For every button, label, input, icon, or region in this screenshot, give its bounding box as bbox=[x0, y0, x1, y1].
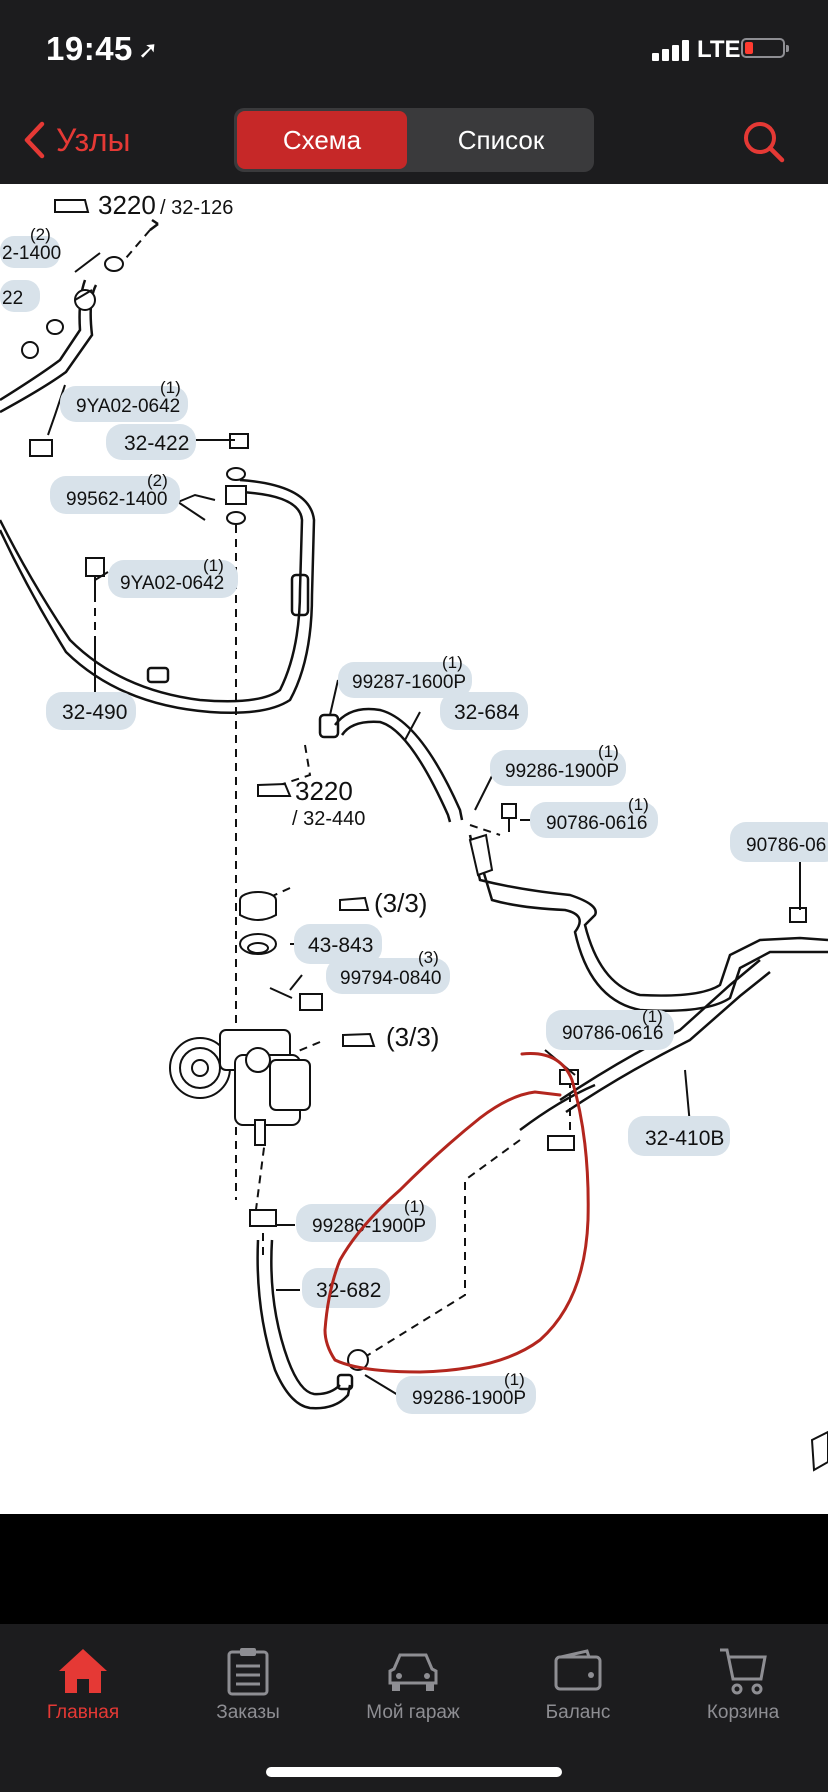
view-segmented-control: Схема Список bbox=[234, 108, 594, 172]
part-label[interactable]: 9YA02-0642 bbox=[120, 573, 224, 594]
part-qty: (1) bbox=[160, 378, 181, 397]
nav-bar: Узлы Схема Список bbox=[0, 100, 828, 184]
tab-garage-label: Мой гараж bbox=[366, 1702, 460, 1723]
tab-garage[interactable]: Мой гараж bbox=[338, 1640, 488, 1724]
reference-hand-icons bbox=[54, 199, 376, 1047]
tab-home[interactable]: Главная bbox=[8, 1640, 158, 1724]
part-qty: (1) bbox=[504, 1370, 525, 1389]
status-time: 19:45 bbox=[46, 30, 133, 67]
reservoir-cap bbox=[239, 891, 277, 955]
chevron-left-icon bbox=[24, 121, 45, 159]
search-icon bbox=[744, 122, 785, 163]
part-qty: (1) bbox=[628, 795, 649, 814]
part-label[interactable]: 2-1400 bbox=[2, 243, 61, 264]
part-qty: (1) bbox=[203, 556, 224, 575]
part-label[interactable]: 99286-1900P bbox=[312, 1216, 426, 1237]
signal-bars-icon bbox=[652, 39, 698, 61]
part-label[interactable]: 99794-0840 bbox=[340, 968, 441, 989]
part-label[interactable]: 9YA02-0642 bbox=[76, 396, 180, 417]
tab-balance-label: Баланс bbox=[545, 1702, 611, 1723]
part-label[interactable]: 99287-1600P bbox=[352, 672, 466, 693]
tab-orders-label: Заказы bbox=[216, 1702, 280, 1723]
part-label[interactable]: 99286-1900P bbox=[505, 761, 619, 782]
segment-list[interactable]: Список bbox=[457, 125, 545, 155]
part-qty: (1) bbox=[642, 1007, 663, 1026]
part-qty: (2) bbox=[147, 471, 168, 490]
segment-scheme[interactable]: Схема bbox=[237, 111, 407, 169]
ref-32-440: / 32-440 bbox=[292, 808, 365, 830]
part-label[interactable]: 32-684 bbox=[454, 701, 520, 724]
back-button[interactable]: Узлы bbox=[22, 118, 131, 162]
part-qty: (3) bbox=[418, 948, 439, 967]
part-label[interactable]: 99286-1900P bbox=[412, 1388, 526, 1409]
tab-balance[interactable]: Баланс bbox=[503, 1640, 653, 1724]
hand-drawn-annotation-loop bbox=[323, 1052, 590, 1374]
part-qty: (1) bbox=[442, 653, 463, 672]
home-icon bbox=[59, 1649, 107, 1693]
pump-illustration bbox=[169, 1029, 311, 1146]
tab-cart[interactable]: Корзина bbox=[668, 1640, 818, 1724]
parts-diagram[interactable]: 3220 / 32-126 3220 / 32-440 (3/3) (3/3) … bbox=[0, 184, 828, 1510]
location-arrow-icon: ➚ bbox=[138, 37, 159, 64]
clipboard-list-icon bbox=[227, 1648, 269, 1696]
part-qty: (1) bbox=[404, 1197, 425, 1216]
part-qty: (1) bbox=[598, 742, 619, 761]
ref-32-126: / 32-126 bbox=[160, 197, 233, 219]
tab-home-label: Главная bbox=[46, 1702, 120, 1723]
ref-3-3-lower[interactable]: (3/3) bbox=[386, 1022, 439, 1052]
diagram-canvas: 3220 / 32-126 3220 / 32-440 (3/3) (3/3) … bbox=[0, 190, 828, 1472]
battery-icon bbox=[741, 38, 789, 58]
ref-3220-top[interactable]: 3220 bbox=[98, 190, 156, 220]
tab-cart-label: Корзина bbox=[706, 1702, 780, 1723]
part-label[interactable]: 43-843 bbox=[308, 934, 373, 957]
hoses-and-pipes bbox=[0, 279, 828, 1410]
fasteners bbox=[21, 256, 807, 1371]
ref-3220-mid[interactable]: 3220 bbox=[295, 776, 353, 806]
ref-3-3-upper[interactable]: (3/3) bbox=[374, 888, 427, 918]
part-label[interactable]: 32-410B bbox=[645, 1127, 724, 1150]
part-label[interactable]: 90786-06 bbox=[746, 835, 826, 856]
tab-orders[interactable]: Заказы bbox=[173, 1640, 323, 1724]
front-marker bbox=[810, 1430, 828, 1472]
part-label[interactable]: 22 bbox=[2, 288, 23, 309]
diagram-bottom-divider bbox=[0, 1510, 828, 1514]
home-indicator bbox=[266, 1767, 562, 1777]
search-button[interactable] bbox=[740, 118, 788, 166]
back-label: Узлы bbox=[56, 121, 131, 158]
leader-lines bbox=[47, 252, 801, 1396]
tab-bar: Главная Заказы Мой гараж Баланс Корзина bbox=[0, 1624, 828, 1792]
cart-icon bbox=[720, 1648, 767, 1695]
car-icon bbox=[388, 1653, 438, 1691]
part-labels: 3220 / 32-126 3220 / 32-440 (3/3) (3/3) … bbox=[0, 190, 828, 1414]
wallet-icon bbox=[554, 1649, 602, 1691]
part-label[interactable]: 90786-0616 bbox=[562, 1023, 663, 1044]
part-label[interactable]: 32-490 bbox=[62, 701, 127, 724]
carrier-label: LTE bbox=[697, 36, 741, 63]
part-label[interactable]: 32-422 bbox=[124, 432, 189, 455]
part-label[interactable]: 99562-1400 bbox=[66, 489, 167, 510]
part-label[interactable]: 90786-0616 bbox=[546, 813, 647, 834]
status-bar: 19:45 ➚ LTE bbox=[0, 0, 828, 100]
part-qty: (2) bbox=[30, 225, 51, 244]
part-label[interactable]: 32-682 bbox=[316, 1279, 381, 1302]
